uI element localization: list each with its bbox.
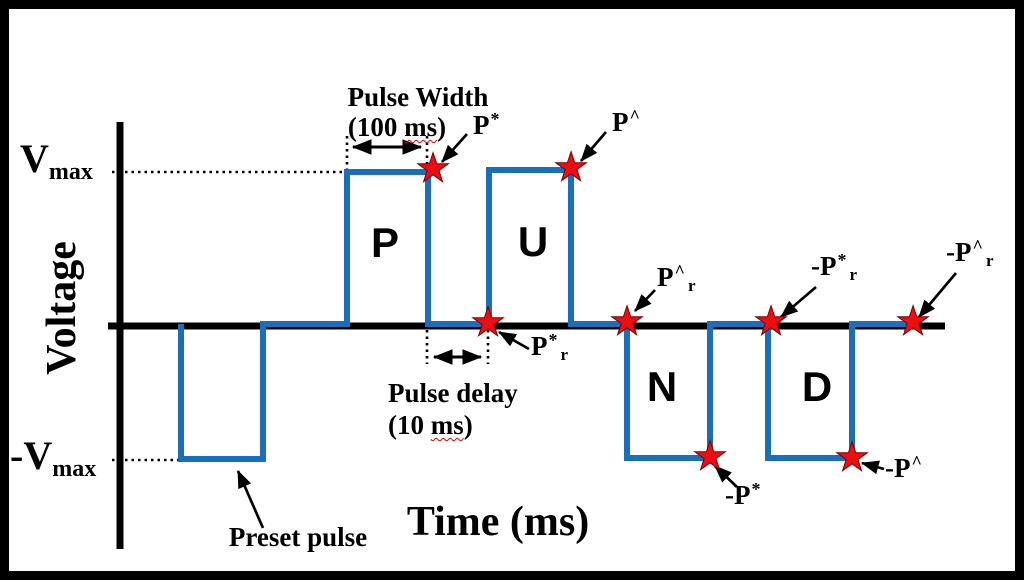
star-icon-neg-p-star: ★ xyxy=(692,433,729,480)
star-icon-neg-p-hat: ★ xyxy=(834,434,871,481)
marker-label-p-hat-r: P^r xyxy=(657,261,696,295)
pulse-label-u: U xyxy=(517,218,549,265)
pulse-width-annotation: Pulse Width xyxy=(347,82,489,112)
marker-label-p-star-r: P*r xyxy=(531,330,569,364)
p-star-arrow xyxy=(440,133,469,163)
p-hat-r-arrow xyxy=(634,289,656,312)
pulse-label-p: P xyxy=(370,219,400,266)
y-axis-title: Voltage xyxy=(39,241,85,375)
star-icon-p-hat-r: ★ xyxy=(609,298,646,345)
pulse-width-value: (100 ms) xyxy=(347,112,447,142)
marker-label-neg-p-hat: -P^ xyxy=(885,452,922,483)
marker-label-neg-p-hat-r: -P^r xyxy=(946,236,994,270)
marker-label-neg-p-star-r: -P*r xyxy=(811,250,858,284)
vmax-label: Vmax xyxy=(20,136,93,185)
star-icon-p-star: ★ xyxy=(415,145,452,192)
neg-p-hat-arrow xyxy=(860,460,885,475)
star-icon-p-star-r: ★ xyxy=(470,299,507,346)
pulse-delay-value: (10 ms) xyxy=(388,410,473,440)
pulse-label-n: N xyxy=(646,363,678,410)
p-hat-arrow xyxy=(579,131,608,162)
neg-p-star-arrow xyxy=(714,465,738,488)
marker-label-neg-p-star: -P* xyxy=(725,479,761,510)
preset-pulse-arrow xyxy=(236,470,265,529)
x-axis-title: Time (ms) xyxy=(406,499,590,545)
marker-label-p-star: P* xyxy=(473,109,500,140)
star-icon-neg-p-star-r: ★ xyxy=(753,298,790,345)
neg-vmax-label: -Vmax xyxy=(10,433,97,482)
star-icon-neg-p-hat-r: ★ xyxy=(895,298,932,345)
neg-p-star-r-arrow xyxy=(780,285,817,319)
neg-p-hat-r-arrow xyxy=(917,272,958,318)
pulse-delay-annotation: Pulse delay xyxy=(388,378,518,408)
preset-pulse-annotation: Preset pulse xyxy=(228,522,368,552)
p-star-r-arrow xyxy=(498,330,530,351)
star-icon-p-hat: ★ xyxy=(553,144,590,191)
pund-waveform-path xyxy=(178,167,916,462)
pulse-label-d: D xyxy=(801,363,833,410)
marker-label-p-hat: P^ xyxy=(612,106,640,137)
